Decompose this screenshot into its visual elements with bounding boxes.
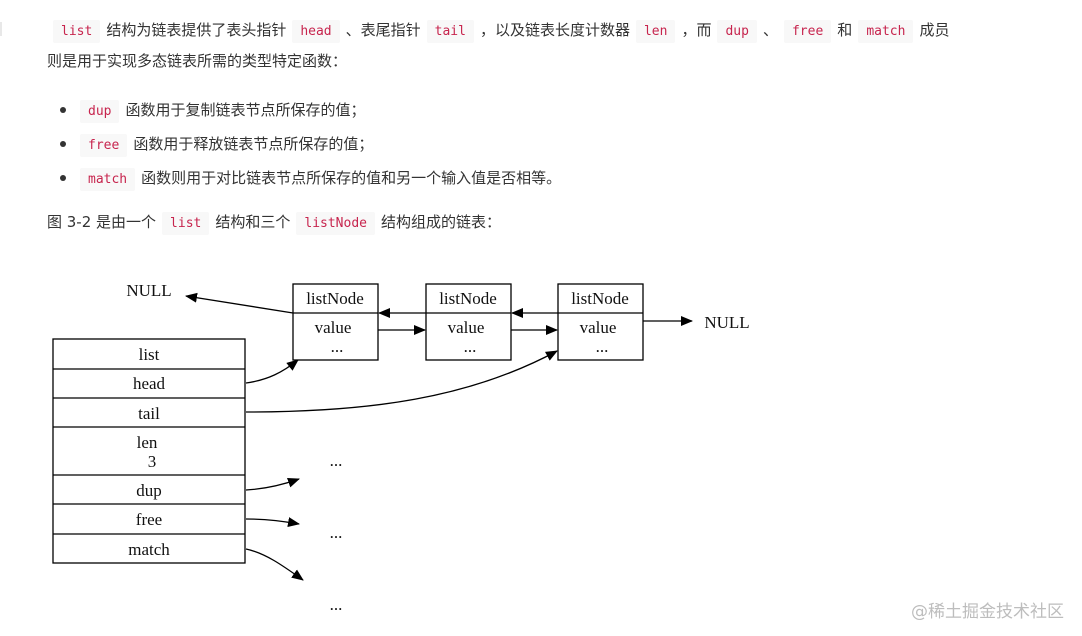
dup-target-ellipsis: ...	[330, 451, 343, 470]
text: ，以及链表长度计数器	[479, 21, 630, 39]
list-node-1: listNode value ...	[292, 283, 379, 361]
text: 、	[762, 21, 778, 39]
node-title: listNode	[439, 289, 497, 308]
list-item: free 函数用于释放链表节点所保存的值；	[60, 128, 561, 162]
list-node-3: listNode value ...	[557, 283, 644, 361]
field-match: match	[128, 540, 170, 559]
figure-caption: 图 3-2 是由一个 list 结构和三个 listNode 结构组成的链表：	[47, 207, 501, 239]
intro-line-1: list 结构为链表提供了表头指针 head 、表尾指针 tail ，以及链表长度计数器 l…	[47, 15, 949, 47]
null-right-label: NULL	[704, 313, 749, 332]
code-free: free	[783, 20, 832, 43]
node-title: listNode	[571, 289, 629, 308]
text: 结构和三个	[215, 213, 291, 231]
code-match: match	[80, 168, 136, 191]
list-item-text: 函数用于释放链表节点所保存的值；	[133, 135, 374, 153]
node-value: value	[448, 318, 485, 337]
field-free: free	[136, 510, 162, 529]
free-arrow	[245, 517, 300, 528]
match-arrow	[245, 548, 304, 581]
node-more: ...	[464, 337, 477, 356]
text: 结构为链表提供了表头指针	[106, 21, 287, 39]
code-tail: tail	[426, 20, 474, 43]
function-list: dup 函数用于复制链表节点所保存的值； free 函数用于释放链表节点所保存的值；…	[60, 94, 561, 196]
field-tail: tail	[138, 404, 160, 423]
prev-arrow-null	[185, 292, 294, 314]
list-item-text: 函数用于复制链表节点所保存的值；	[125, 101, 366, 119]
head-arrow	[245, 359, 299, 384]
text: 、表尾指针	[345, 21, 421, 39]
null-left-label: NULL	[126, 281, 171, 300]
code-list: list	[162, 212, 210, 235]
bullet-icon	[60, 107, 66, 113]
list-item: match 函数则用于对比链表节点所保存的值和另一个输入值是否相等。	[60, 162, 561, 196]
left-edge-marker	[0, 22, 2, 36]
node-more: ...	[596, 337, 609, 356]
list-title: list	[139, 345, 160, 364]
watermark: @稀土掘金技术社区	[911, 602, 1064, 622]
code-listnode: listNode	[296, 212, 375, 235]
text: 图 3-2 是由一个	[47, 213, 157, 231]
field-dup: dup	[136, 481, 162, 500]
list-node-2: listNode value ...	[425, 283, 512, 361]
match-target-ellipsis: ...	[330, 595, 343, 614]
list-item-text: 函数则用于对比链表节点所保存的值和另一个输入值是否相等。	[141, 169, 562, 187]
dup-arrow	[245, 477, 300, 491]
tail-arrow	[245, 350, 558, 413]
code-len: len	[635, 20, 676, 43]
node-value: value	[315, 318, 352, 337]
code-match: match	[858, 20, 914, 43]
code-dup: dup	[80, 100, 120, 123]
code-list: list	[53, 20, 101, 43]
intro-line-2: 则是用于实现多态链表所需的类型特定函数：	[47, 52, 348, 70]
list-item: dup 函数用于复制链表节点所保存的值；	[60, 94, 561, 128]
list-struct: list head tail len 3 dup free match	[52, 338, 246, 564]
code-dup: dup	[717, 20, 757, 43]
node-value: value	[580, 318, 617, 337]
field-len: len	[137, 433, 158, 452]
node-title: listNode	[306, 289, 364, 308]
code-head: head	[292, 20, 340, 43]
code-free: free	[80, 134, 128, 157]
free-target-ellipsis: ...	[330, 523, 343, 542]
text: ，而	[681, 21, 712, 39]
bullet-icon	[60, 141, 66, 147]
field-head: head	[133, 374, 166, 393]
text: 成员	[919, 21, 950, 39]
field-len-value: 3	[148, 452, 157, 471]
text: 结构组成的链表：	[381, 213, 502, 231]
node-more: ...	[331, 337, 344, 356]
bullet-icon	[60, 175, 66, 181]
text: 和	[837, 21, 853, 39]
